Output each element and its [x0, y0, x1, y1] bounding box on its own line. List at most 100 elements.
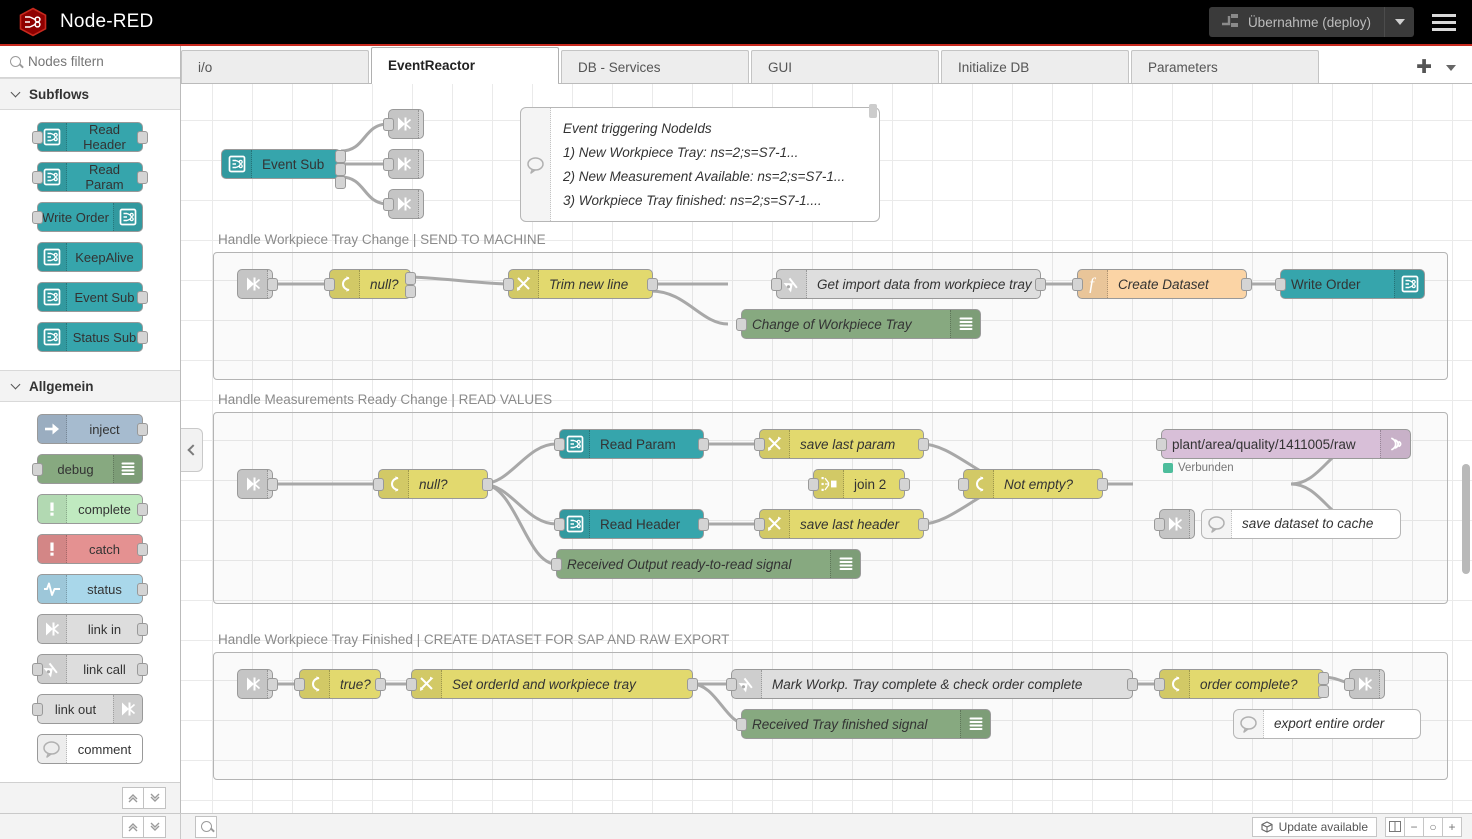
output-port[interactable]: [899, 478, 910, 491]
palette-category-allgemein[interactable]: Allgemein: [0, 370, 180, 403]
input-port[interactable]: [1156, 438, 1167, 451]
output-port[interactable]: [267, 478, 278, 491]
input-port[interactable]: [32, 663, 43, 677]
output-port[interactable]: [698, 518, 709, 531]
palette-node-comment[interactable]: comment: [37, 734, 143, 765]
input-port[interactable]: [32, 703, 43, 717]
add-flow-button[interactable]: ✚: [1416, 57, 1432, 78]
flow-node-read-param[interactable]: Read Param: [554, 429, 709, 459]
flow-node-null-[interactable]: null?: [324, 269, 416, 299]
output-port[interactable]: [1127, 678, 1138, 691]
flow-comment-node-save-dataset[interactable]: save dataset to cache: [1201, 509, 1401, 539]
input-port[interactable]: [383, 118, 394, 131]
canvas-vertical-scrollbar[interactable]: [1462, 464, 1470, 574]
flow-comment-node-export-order[interactable]: export entire order: [1233, 709, 1421, 739]
flow-node-link-out-icon[interactable]: [383, 189, 424, 219]
output-port[interactable]: [687, 678, 698, 691]
flow-node-link-out-icon[interactable]: [383, 149, 424, 179]
footer-expand-button[interactable]: [144, 815, 166, 838]
input-port[interactable]: [32, 171, 43, 185]
search-button[interactable]: [195, 815, 217, 838]
output-port[interactable]: [137, 583, 148, 597]
input-port[interactable]: [771, 278, 782, 291]
output-port[interactable]: [1035, 278, 1046, 291]
palette-collapse-handle[interactable]: [181, 428, 203, 472]
palette-node-inject[interactable]: inject: [37, 414, 148, 445]
palette-node-catch[interactable]: catch: [37, 534, 148, 565]
output-port[interactable]: [137, 423, 148, 437]
palette-node-link-call[interactable]: link call: [32, 654, 148, 685]
input-port[interactable]: [1154, 518, 1165, 531]
output-port[interactable]: [405, 272, 416, 285]
flow-node-link-in-icon[interactable]: [237, 469, 278, 499]
palette-node-event-sub[interactable]: Event Sub: [37, 282, 148, 313]
flow-node-link-in-icon[interactable]: [237, 669, 278, 699]
flow-node-mark-workp-tray-complete-check-order-com[interactable]: Mark Workp. Tray complete & check order …: [726, 669, 1138, 699]
flow-node-received-tray-finished-signal[interactable]: Received Tray finished signal: [736, 709, 991, 739]
output-port[interactable]: [335, 150, 346, 163]
palette-node-status[interactable]: status: [37, 574, 148, 605]
flow-list-chevron-down-icon[interactable]: [1446, 64, 1456, 71]
palette-node-link-out[interactable]: link out: [32, 694, 143, 725]
output-port[interactable]: [918, 438, 929, 451]
palette-search-input[interactable]: [28, 54, 158, 70]
output-port[interactable]: [375, 678, 386, 691]
flow-node-link-out-icon[interactable]: [1154, 509, 1195, 539]
input-port[interactable]: [726, 678, 737, 691]
palette-node-status-sub[interactable]: Status Sub: [37, 322, 148, 353]
output-port[interactable]: [1318, 685, 1329, 698]
output-port[interactable]: [137, 171, 148, 185]
input-port[interactable]: [1154, 678, 1165, 691]
tab-i-o[interactable]: i/o: [181, 50, 369, 83]
output-port[interactable]: [405, 285, 416, 298]
output-port[interactable]: [267, 278, 278, 291]
flow-node-write-order[interactable]: Write Order: [1275, 269, 1425, 299]
deploy-dropdown-button[interactable]: [1384, 7, 1414, 37]
flow-node-set-orderid-and-workpiece-tray[interactable]: Set orderId and workpiece tray: [406, 669, 698, 699]
flow-node-trim-new-line[interactable]: Trim new line: [503, 269, 658, 299]
palette-node-link-in[interactable]: link in: [37, 614, 148, 645]
palette-node-keepalive[interactable]: KeepAlive: [37, 242, 143, 273]
output-port[interactable]: [1097, 478, 1108, 491]
palette-node-debug[interactable]: debug: [32, 454, 143, 485]
input-port[interactable]: [736, 718, 747, 731]
flow-node-save-last-header[interactable]: save last header: [754, 509, 929, 539]
output-port[interactable]: [137, 543, 148, 557]
tab-gui[interactable]: GUI: [751, 50, 939, 83]
input-port[interactable]: [324, 278, 335, 291]
output-port[interactable]: [137, 331, 148, 345]
input-port[interactable]: [503, 278, 514, 291]
palette-search[interactable]: [0, 46, 180, 79]
flow-node-null-[interactable]: null?: [373, 469, 493, 499]
input-port[interactable]: [32, 463, 43, 477]
zoom-out-button[interactable]: −: [1404, 816, 1424, 837]
flow-node-link-in-icon[interactable]: [237, 269, 278, 299]
output-port[interactable]: [918, 518, 929, 531]
palette-node-read-param[interactable]: Read Param: [32, 162, 148, 193]
input-port[interactable]: [958, 478, 969, 491]
output-port[interactable]: [335, 163, 346, 176]
input-port[interactable]: [554, 518, 565, 531]
input-port[interactable]: [383, 198, 394, 211]
flow-node-true-[interactable]: true?: [294, 669, 386, 699]
tab-eventreactor[interactable]: EventReactor: [371, 47, 559, 84]
input-port[interactable]: [551, 558, 562, 571]
zoom-reset-button[interactable]: ○: [1423, 816, 1443, 837]
output-port[interactable]: [1318, 672, 1329, 685]
comment-resize-handle[interactable]: [869, 104, 877, 118]
input-port[interactable]: [554, 438, 565, 451]
output-port[interactable]: [698, 438, 709, 451]
input-port[interactable]: [32, 211, 43, 225]
flow-node-get-import-data-from-workpiece-tray[interactable]: Get import data from workpiece tray: [771, 269, 1046, 299]
deploy-button-main[interactable]: Übernahme (deploy): [1209, 7, 1384, 37]
footer-collapse-button[interactable]: [122, 815, 144, 838]
flow-node-read-header[interactable]: Read Header: [554, 509, 709, 539]
zoom-in-button[interactable]: +: [1442, 816, 1462, 837]
tab-parameters[interactable]: Parameters: [1131, 50, 1319, 83]
flow-node-event-sub[interactable]: Event Sub: [221, 149, 346, 189]
palette-node-complete[interactable]: complete: [37, 494, 148, 525]
tab-db-services[interactable]: DB - Services: [561, 50, 749, 83]
input-port[interactable]: [406, 678, 417, 691]
